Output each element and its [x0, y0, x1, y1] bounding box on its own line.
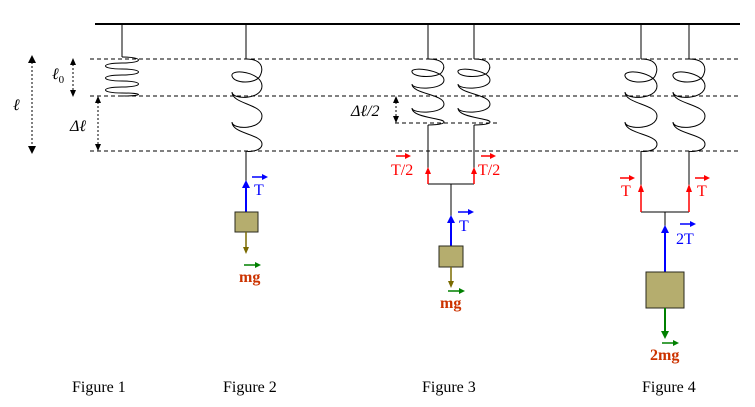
- mass-figure-2: [234, 211, 259, 233]
- mass-figure-3: [438, 245, 464, 268]
- label-delta-ell: Δℓ: [69, 118, 86, 135]
- label-ell0: ℓ0: [52, 66, 65, 86]
- half-tension-label-left: T/2: [391, 162, 413, 179]
- dimension-ell0: [70, 58, 76, 97]
- half-tension-label-right: T/2: [478, 162, 500, 179]
- tension-label-figure-4-left: T: [621, 183, 631, 200]
- weight-label-figure-3: mg: [440, 295, 461, 312]
- caption-figure-4: Figure 4: [642, 379, 696, 396]
- spring-figure-3-right: [457, 58, 491, 126]
- label-ell: ℓ: [13, 97, 20, 114]
- tension-label-figure-2: T: [254, 182, 264, 199]
- dimension-delta-ell-half: [393, 96, 399, 123]
- spring-figure-2: [231, 58, 263, 152]
- tension-label-figure-4-center: 2T: [676, 231, 694, 248]
- tension-label-figure-4-right: T: [697, 183, 707, 200]
- spring-figure-4-right: [672, 58, 706, 152]
- figure-3: T/2 T/2 T mg: [391, 24, 500, 312]
- dimension-ell: [28, 55, 36, 154]
- tension-label-figure-3: T: [459, 218, 469, 235]
- figure-1: [105, 24, 139, 97]
- spring-figure-4-left: [624, 58, 658, 152]
- weight-label-figure-2: mg: [239, 269, 260, 286]
- caption-figure-2: Figure 2: [223, 379, 277, 396]
- figure-4: T T 2T 2mg: [620, 24, 710, 364]
- spring-figure-3-left: [411, 58, 445, 126]
- weight-label-figure-4: 2mg: [650, 347, 679, 364]
- caption-figure-1: Figure 1: [72, 379, 126, 396]
- caption-figure-3: Figure 3: [422, 379, 476, 396]
- label-ell0-subscript: 0: [59, 74, 65, 86]
- figure-2: T mg: [231, 24, 268, 286]
- dimension-delta-ell: [95, 96, 101, 151]
- spring-compressed: [105, 56, 139, 97]
- label-delta-ell-half: Δℓ/2: [350, 103, 380, 120]
- mass-figure-4: [645, 271, 685, 309]
